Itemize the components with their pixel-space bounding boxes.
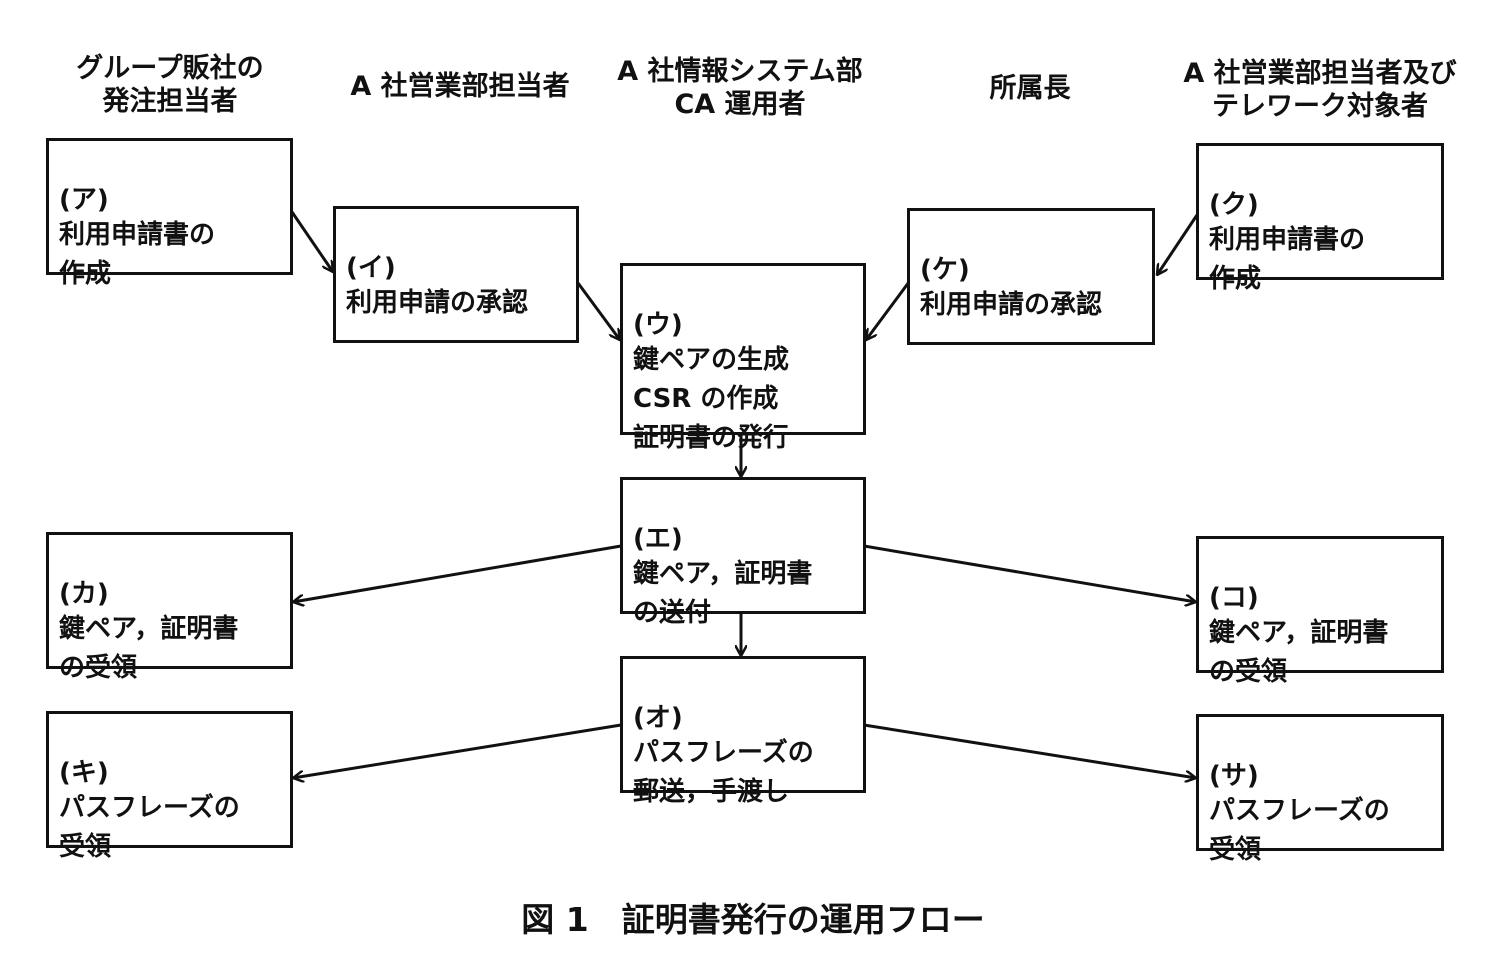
arrow-e-to-ko	[863, 544, 1196, 602]
arrow-e-to-ka	[293, 544, 622, 602]
box-text: 利用申請の承認	[920, 290, 1103, 320]
box-label: (ケ)	[920, 255, 970, 285]
box-a-create-application: (ア) 利用申請書の 作成	[46, 138, 293, 289]
lane-header-a-is-ca: A 社情報システム部 CA 運用者	[617, 56, 863, 120]
arrow-i-to-u	[576, 282, 620, 340]
arrow-ku-to-ke	[1157, 214, 1199, 275]
arrow-ke-to-u	[866, 281, 911, 340]
box-ko-receive-keypair: (コ) 鍵ペア，証明書 の受領	[1196, 536, 1444, 687]
box-ke-approve-application: (ケ) 利用申請の承認	[907, 208, 1155, 345]
box-i-approve-application: (イ) 利用申請の承認	[333, 206, 579, 343]
arrow-a-to-i	[290, 211, 333, 272]
box-label: (イ)	[346, 253, 396, 283]
lane-header-a-sales-telework: A 社営業部担当者及び テレワーク対象者	[1183, 58, 1457, 122]
box-label: (キ)	[59, 758, 109, 788]
box-text: 利用申請書の 作成	[1209, 225, 1366, 294]
box-e-send-keypair: (エ) 鍵ペア，証明書 の送付	[620, 477, 866, 628]
lane-header-group-sales: グループ販社の 発注担当者	[76, 53, 264, 117]
box-text: 鍵ペア，証明書 の送付	[633, 559, 813, 628]
box-label: (エ)	[633, 524, 683, 554]
box-text: パスフレーズの 郵送，手渡し	[633, 738, 814, 807]
box-u-generate-issue: (ウ) 鍵ペアの生成 CSR の作成 証明書の発行	[620, 263, 866, 453]
box-text: 利用申請書の 作成	[59, 220, 216, 289]
box-text: 鍵ペア，証明書 の受領	[59, 614, 239, 683]
box-label: (ク)	[1209, 190, 1259, 220]
figure-caption: 図 1 証明書発行の運用フロー	[521, 900, 985, 939]
box-text: 鍵ペアの生成 CSR の作成 証明書の発行	[633, 345, 790, 453]
box-text: パスフレーズの 受領	[59, 793, 240, 862]
box-ka-receive-keypair: (カ) 鍵ペア，証明書 の受領	[46, 532, 293, 683]
box-label: (ウ)	[633, 310, 683, 340]
box-label: (ア)	[59, 185, 109, 215]
lane-header-a-sales: A 社営業部担当者	[350, 71, 570, 102]
box-ku-create-application: (ク) 利用申請書の 作成	[1196, 143, 1444, 294]
arrow-o-to-ki	[293, 723, 622, 778]
box-sa-receive-passphrase: (サ) パスフレーズの 受領	[1196, 714, 1444, 865]
box-label: (カ)	[59, 579, 109, 609]
box-text: 利用申請の承認	[346, 288, 529, 318]
box-label: (サ)	[1209, 761, 1259, 791]
box-text: パスフレーズの 受領	[1209, 796, 1390, 865]
box-o-deliver-passphrase: (オ) パスフレーズの 郵送，手渡し	[620, 656, 866, 807]
box-ki-receive-passphrase: (キ) パスフレーズの 受領	[46, 711, 293, 862]
box-label: (オ)	[633, 703, 683, 733]
box-text: 鍵ペア，証明書 の受領	[1209, 618, 1389, 687]
box-label: (コ)	[1209, 583, 1259, 613]
arrow-o-to-sa	[863, 723, 1196, 778]
lane-header-manager: 所属長	[989, 73, 1071, 104]
